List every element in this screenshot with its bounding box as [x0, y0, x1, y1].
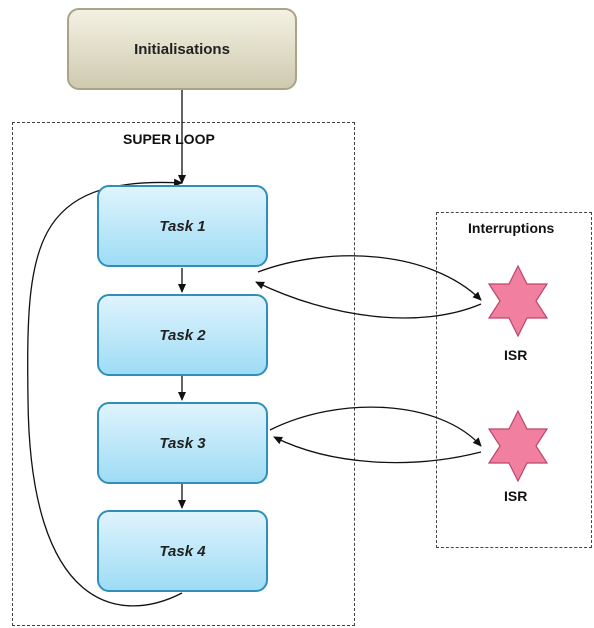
isr-2-label: ISR [504, 488, 528, 504]
loop-back-arrow [27, 178, 183, 607]
interruptions-group [436, 212, 592, 548]
isr-1-star-icon [487, 264, 549, 338]
initialisations-label: Initialisations [134, 40, 230, 58]
isr-1-label: ISR [504, 347, 528, 363]
isr1-to-task1-arrow [255, 281, 482, 319]
initialisations-box: Initialisations [67, 8, 297, 90]
super-loop-group [12, 122, 355, 626]
task-3-label: Task 3 [159, 434, 206, 452]
super-loop-label: SUPER LOOP [123, 131, 215, 147]
task-1-box: Task 1 [97, 185, 268, 267]
task-4-box: Task 4 [97, 510, 268, 592]
task1-to-isr1-arrow [257, 255, 482, 301]
interruptions-label: Interruptions [468, 220, 555, 236]
task-3-box: Task 3 [97, 402, 268, 484]
task-1-label: Task 1 [159, 217, 206, 235]
isr2-to-task3-arrow [273, 436, 482, 464]
task-4-label: Task 4 [159, 542, 206, 560]
isr-2-star-icon [487, 409, 549, 483]
task-2-box: Task 2 [97, 294, 268, 376]
task3-to-isr2-arrow [269, 406, 482, 447]
task-2-label: Task 2 [159, 326, 206, 344]
